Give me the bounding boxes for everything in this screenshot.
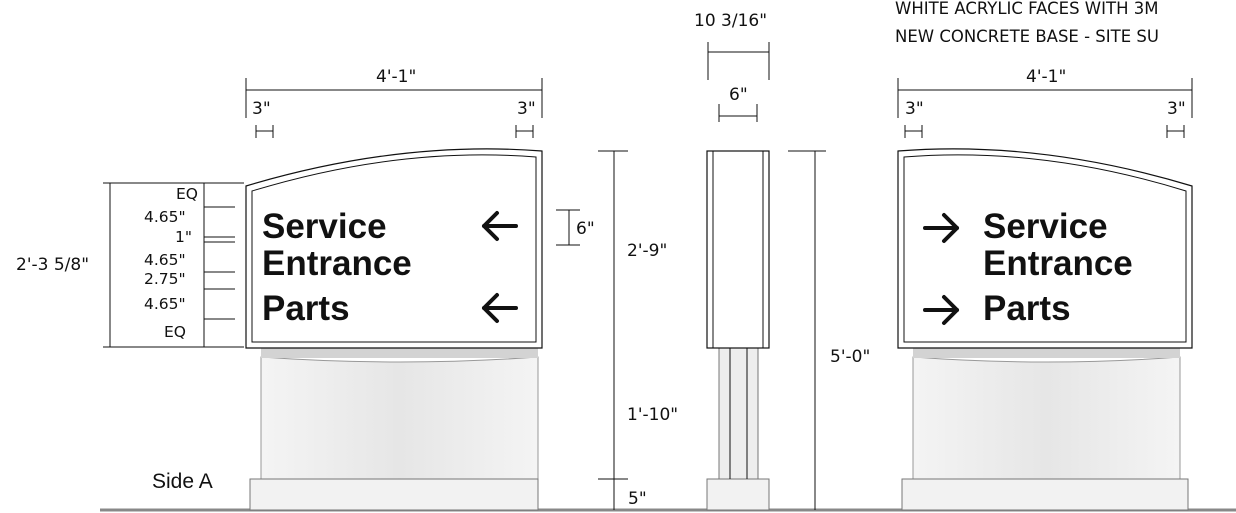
overall-height-dimension: 5'-0" [788, 150, 870, 510]
svg-text:2'-9": 2'-9" [627, 241, 667, 261]
side-a-text-parts: Parts [262, 289, 350, 328]
left-arrow-icon [482, 293, 518, 323]
side-b-footing [901, 478, 1189, 511]
right-arrow-icon [923, 213, 959, 243]
side-a-base [260, 356, 539, 480]
svg-text:3": 3" [905, 99, 924, 119]
svg-text:2.75": 2.75" [144, 270, 186, 288]
cabinet-depth-dimension: 10 3/16" 6" [694, 11, 770, 122]
side-view-post [718, 347, 759, 480]
left-arrow-icon [482, 211, 518, 241]
side-a-sign: Service Entrance Parts Side A [152, 148, 543, 511]
svg-text:4'-1": 4'-1" [1026, 67, 1066, 87]
side-b-text-service: Service [983, 207, 1108, 246]
side-a-text-entrance: Entrance [262, 244, 412, 283]
svg-text:EQ: EQ [164, 323, 186, 341]
right-arrow-icon [923, 295, 959, 325]
svg-text:1": 1" [175, 228, 192, 246]
side-a-face [251, 154, 537, 343]
side-a-text-service: Service [262, 207, 387, 246]
letter-height-dimension: 6" [556, 209, 595, 246]
side-view-cabinet [706, 150, 770, 349]
svg-text:3": 3" [1167, 99, 1186, 119]
svg-text:4'-1": 4'-1" [376, 67, 416, 87]
side-view-footing [706, 478, 770, 511]
svg-text:5": 5" [628, 489, 647, 509]
side-b-width-dimension: 4'-1" 3" 3" [897, 67, 1193, 138]
svg-text:2'-3 5/8": 2'-3 5/8" [16, 255, 89, 275]
note-line-1: WHITE ACRYLIC FACES WITH 3M [895, 0, 1158, 18]
side-a-footing [249, 478, 539, 511]
side-b-text-parts: Parts [983, 289, 1071, 328]
side-b-base [912, 356, 1181, 480]
copy-area-dimension: 2'-3 5/8" EQ 4.65" 1" 4.65" 2.75" 4.65" … [16, 182, 244, 348]
svg-text:3": 3" [252, 99, 271, 119]
svg-text:6": 6" [729, 85, 748, 105]
svg-text:EQ: EQ [176, 185, 198, 203]
svg-text:4.65": 4.65" [144, 295, 186, 313]
svg-text:10 3/16": 10 3/16" [694, 11, 767, 31]
svg-text:6": 6" [576, 219, 595, 239]
svg-text:4.65": 4.65" [144, 251, 186, 269]
side-a-base-shadow [261, 348, 538, 358]
cabinet-height-dimension: 2'-9" 1'-10" 5" [598, 150, 678, 510]
side-b-face [903, 154, 1187, 343]
side-view [706, 150, 770, 511]
side-b-sign: Service Entrance Parts [897, 148, 1193, 511]
side-a-width-dimension: 4'-1" 3" 3" [245, 67, 543, 138]
side-b-base-shadow [913, 348, 1180, 358]
side-b-text-entrance: Entrance [983, 244, 1133, 283]
side-a-label: Side A [152, 470, 213, 493]
svg-text:1'-10": 1'-10" [627, 405, 678, 425]
svg-text:4.65": 4.65" [144, 208, 186, 226]
svg-text:3": 3" [517, 99, 536, 119]
note-line-2: NEW CONCRETE BASE - SITE SU [895, 27, 1159, 46]
svg-text:5'-0": 5'-0" [830, 347, 870, 367]
